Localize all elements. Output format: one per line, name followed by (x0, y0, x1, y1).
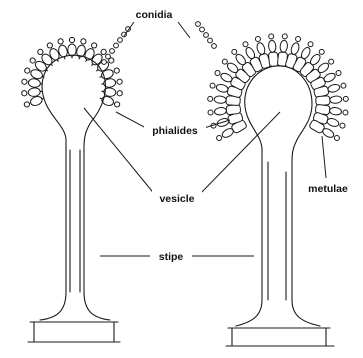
phialide (329, 107, 342, 116)
conidium (334, 136, 339, 141)
conidium (212, 44, 217, 49)
phialide (28, 78, 41, 88)
conidium (208, 110, 213, 115)
conidium (38, 49, 43, 54)
conidium (208, 96, 213, 101)
conidium (118, 38, 123, 43)
conidium (296, 37, 301, 42)
conidium (215, 70, 220, 75)
conidium (22, 91, 27, 96)
conidium (208, 38, 213, 43)
phialide (268, 40, 276, 53)
phialide (330, 96, 343, 104)
conidium (210, 83, 215, 88)
phialide (28, 87, 41, 97)
conidium (341, 83, 346, 88)
conidium (243, 42, 248, 47)
leader-vesicle-left (84, 108, 156, 196)
right-stipe-inner-wall (268, 162, 286, 300)
conidium (110, 49, 115, 54)
conidium (69, 37, 74, 42)
metula (226, 104, 241, 115)
conidium (101, 49, 106, 54)
conidium (222, 59, 227, 64)
conidium (329, 59, 334, 64)
conidium (196, 22, 201, 27)
conidium (117, 91, 122, 96)
conidium (232, 49, 237, 54)
phialide (290, 42, 300, 56)
labels: conidia phialides vesicle metulae stipe (128, 6, 356, 265)
label-stipe: stipe (159, 251, 184, 263)
right-foot-cell (226, 300, 334, 346)
conidium (200, 27, 205, 32)
conidium (102, 60, 107, 65)
conidium (22, 79, 27, 84)
label-phialides: phialides (152, 125, 198, 137)
conidium (336, 70, 341, 75)
leader-metulae (322, 136, 326, 178)
conidium (343, 110, 348, 115)
conidium (58, 39, 63, 44)
conidium (30, 58, 35, 63)
conidium (114, 43, 119, 48)
conidium (340, 123, 345, 128)
conidium (343, 96, 348, 101)
phialide (327, 83, 341, 93)
leader-phialides-left (116, 112, 146, 128)
conidium (308, 42, 313, 47)
left-foot-cell (28, 292, 120, 342)
phialide (256, 42, 266, 56)
conidium (81, 39, 86, 44)
label-vesicle: vesicle (159, 193, 194, 205)
conidium (255, 37, 260, 42)
phialide (214, 107, 227, 116)
conidium (269, 34, 274, 39)
phialide (215, 83, 229, 93)
phialide (68, 44, 76, 56)
conidium (114, 68, 119, 73)
conidium (115, 102, 120, 107)
leader-conidia-right (178, 22, 190, 38)
label-metulae: metulae (308, 183, 348, 195)
phialide (214, 96, 227, 104)
conidium (47, 43, 52, 48)
metula (316, 96, 331, 106)
conidium (92, 43, 97, 48)
phialide (29, 95, 43, 107)
left-vesicle-outline (42, 55, 105, 292)
metula (268, 52, 278, 67)
label-conidia: conidia (136, 9, 173, 21)
conidium (204, 33, 209, 38)
conidium (24, 102, 29, 107)
conidium (282, 34, 287, 39)
left-conidiophore (22, 27, 131, 342)
conidium (217, 136, 222, 141)
phialide (280, 40, 288, 53)
conidium (117, 79, 122, 84)
conidium (106, 54, 111, 59)
conidium (25, 68, 30, 73)
left-stipe-inner-wall (70, 150, 80, 292)
conidium (319, 49, 324, 54)
